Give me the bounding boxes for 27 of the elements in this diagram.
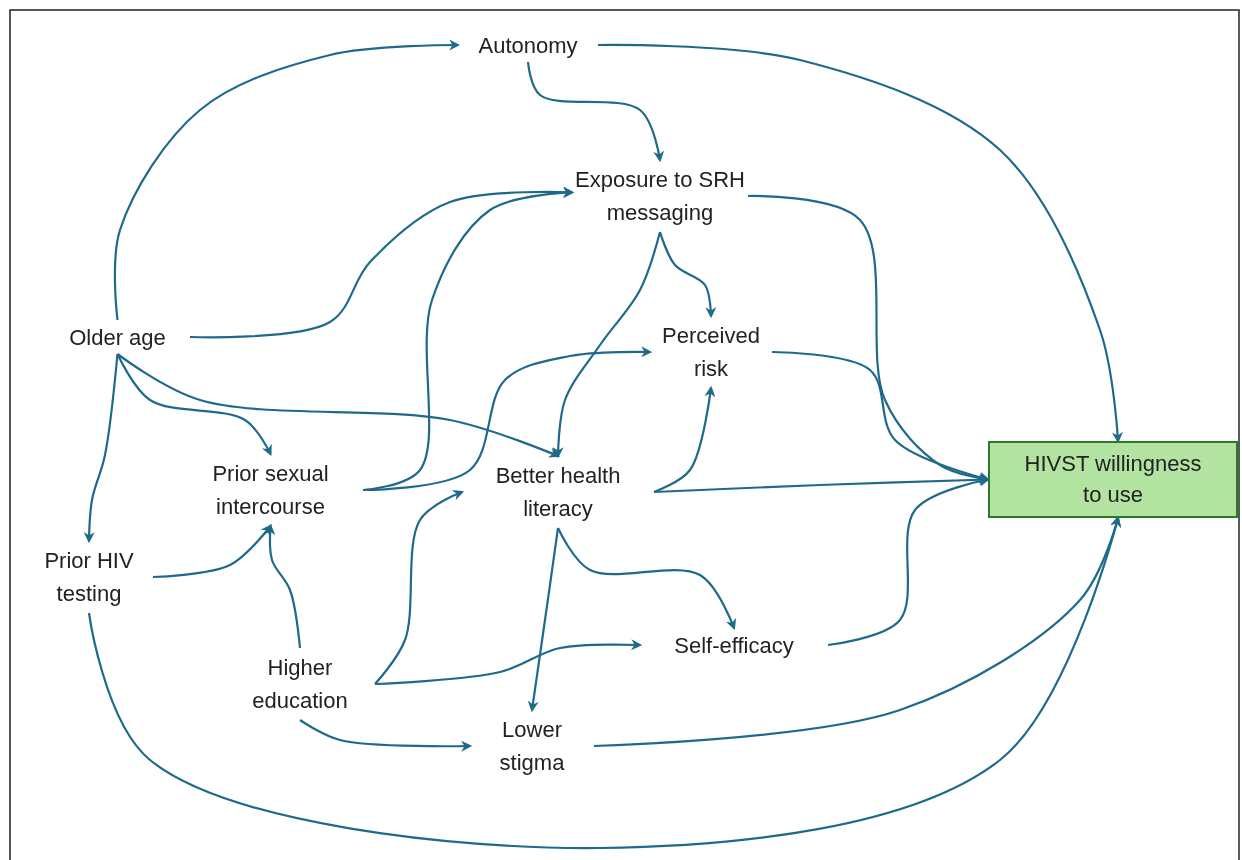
factor-label: Higher education (251, 654, 349, 715)
arrow (653, 385, 716, 494)
arrow (116, 353, 561, 458)
arrow (152, 524, 272, 579)
arrow (527, 527, 560, 713)
factor-label: Lower stigma (498, 716, 566, 777)
factor-label: Better health literacy (494, 462, 622, 523)
arrow (83, 353, 119, 544)
arrow (363, 346, 653, 492)
outcome-box: HIVST willingness to use (988, 441, 1238, 518)
factor-label: Prior HIV testing (43, 547, 135, 608)
arrow (374, 490, 465, 685)
factor-label: Exposure to SRH messaging (574, 166, 746, 227)
factor-label: Autonomy (478, 31, 578, 60)
arrow (113, 39, 461, 321)
factor-label: Perceived risk (661, 322, 761, 383)
arrow (526, 61, 665, 163)
factor-label: Older age (69, 323, 166, 352)
arrow (299, 719, 473, 752)
arrow (658, 231, 717, 319)
arrow (557, 527, 737, 631)
arrow (264, 523, 302, 649)
arrow (598, 43, 1123, 444)
factor-label: Prior sexual intercourse (211, 460, 330, 521)
factor-label: Self-efficacy (674, 631, 794, 660)
arrow (374, 639, 643, 686)
arrow (116, 353, 272, 456)
